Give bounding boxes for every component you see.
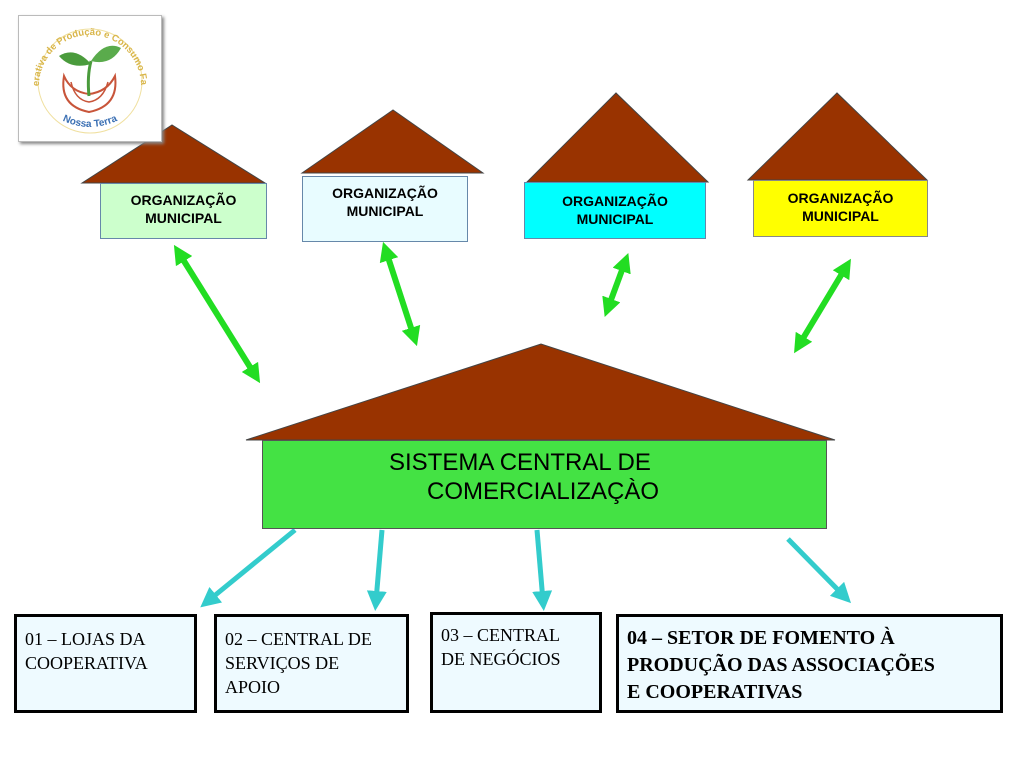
- municipal-label-4b: MUNICIPAL: [802, 208, 879, 224]
- sector-2-line-1: 02 – CENTRAL DE: [225, 629, 372, 649]
- sector-box-1: 01 – LOJAS DA COOPERATIVA: [14, 614, 197, 713]
- municipal-label-4a: ORGANIZAÇÃO: [787, 190, 894, 206]
- central-roof: [245, 343, 836, 441]
- central-label-line-2: COMERCIALIZAÇÀO: [427, 478, 660, 505]
- municipal-organization-1: ORGANIZAÇÃO MUNICIPAL: [100, 183, 267, 239]
- municipal-organization-4: ORGANIZAÇÃO MUNICIPAL: [753, 180, 928, 237]
- sector-box-3: 03 – CENTRAL DE NEGÓCIOS: [430, 612, 602, 713]
- logo-emblem-icon: Cooperativa de Produção e Consumo Famili…: [15, 8, 149, 134]
- municipal-label-3a: ORGANIZAÇÃO: [562, 193, 668, 209]
- sector-3-line-1: 03 – CENTRAL: [441, 625, 560, 645]
- sector-4-line-3: E COOPERATIVAS: [627, 681, 803, 703]
- sector-4-line-1: 04 – SETOR DE FOMENTO À: [627, 627, 895, 649]
- sector-box-2: 02 – CENTRAL DE SERVIÇOS DE APOIO: [214, 614, 409, 713]
- municipal-label-2b: MUNICIPAL: [346, 203, 424, 219]
- svg-text:Nossa Terra: Nossa Terra: [61, 113, 119, 130]
- cooperative-logo: Cooperativa de Produção e Consumo Famili…: [15, 8, 162, 142]
- municipal-label-2a: ORGANIZAÇÃO: [332, 185, 438, 201]
- double-arrow-3: [602, 252, 631, 318]
- svg-text:Cooperativa de Produção e Cons: Cooperativa de Produção e Consumo Famili…: [19, 16, 149, 86]
- municipal-organization-3: ORGANIZAÇÃO MUNICIPAL: [524, 182, 706, 239]
- logo-text-top: Cooperativa de Produção e Consumo Famili…: [15, 8, 149, 86]
- flow-arrow-4: [786, 537, 852, 604]
- central-commercialization-system: SISTEMA CENTRAL DE COMERCIALIZAÇÀO: [262, 440, 827, 529]
- house-roof-4: [746, 92, 929, 181]
- municipal-label-1b: MUNICIPAL: [145, 210, 222, 226]
- flow-arrow-3: [532, 529, 553, 611]
- sector-box-4: 04 – SETOR DE FOMENTO À PRODUÇÃO DAS ASS…: [616, 614, 1003, 713]
- house-roof-3: [525, 92, 710, 183]
- sector-1-line-1: 01 – LOJAS DA: [25, 629, 146, 649]
- house-roof-2: [300, 109, 485, 174]
- sector-1-line-2: COOPERATIVA: [25, 653, 148, 673]
- municipal-label-3b: MUNICIPAL: [576, 211, 654, 227]
- sector-3-line-2: DE NEGÓCIOS: [441, 649, 561, 669]
- flow-arrow-2: [366, 529, 387, 611]
- double-arrow-1: [173, 244, 261, 384]
- flow-arrow-1: [200, 528, 297, 608]
- logo-text-bottom: Nossa Terra: [61, 113, 119, 130]
- double-arrow-2: [379, 241, 421, 347]
- sector-2-line-2: SERVIÇOS DE: [225, 653, 340, 673]
- municipal-label-1a: ORGANIZAÇÃO: [130, 192, 237, 208]
- double-arrow-4: [794, 258, 851, 354]
- sector-4-line-2: PRODUÇÃO DAS ASSOCIAÇÕES: [627, 654, 935, 676]
- sector-2-line-3: APOIO: [225, 677, 281, 697]
- municipal-organization-2: ORGANIZAÇÃO MUNICIPAL: [302, 176, 468, 242]
- central-label-line-1: SISTEMA CENTRAL DE: [389, 449, 651, 476]
